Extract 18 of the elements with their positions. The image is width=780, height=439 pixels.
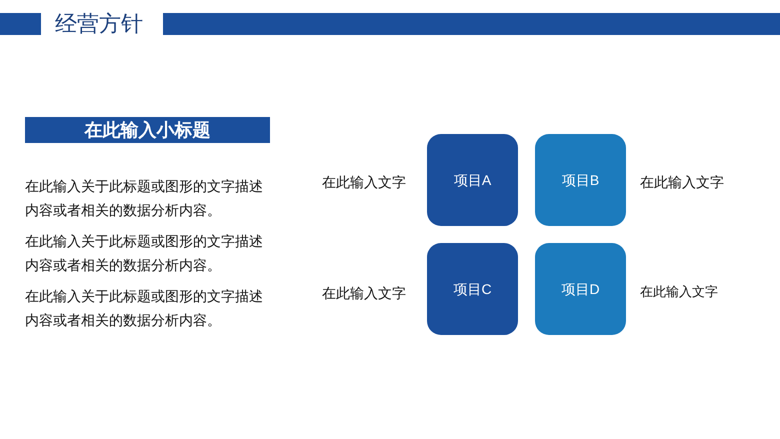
side-text: 在此输入文字 [640, 283, 718, 301]
page-title: 经营方针 [55, 10, 143, 38]
description-paragraph: 在此输入关于此标题或图形的文字描述内容或者相关的数据分析内容。 [25, 177, 264, 220]
subtitle-band [25, 117, 270, 143]
side-text: 在此输入文字 [640, 173, 724, 192]
side-text: 在此输入文字 [322, 284, 406, 303]
subtitle-text: 在此输入小标题 [84, 118, 210, 142]
side-text: 在此输入文字 [322, 173, 406, 192]
description-paragraph: 在此输入关于此标题或图形的文字描述内容或者相关的数据分析内容。 [25, 232, 264, 275]
tile-label: 项目B [562, 170, 600, 190]
description-paragraph: 在此输入关于此标题或图形的文字描述内容或者相关的数据分析内容。 [25, 287, 264, 330]
project-tile [535, 243, 626, 335]
tile-label: 项目C [453, 280, 492, 298]
project-tile [535, 134, 626, 226]
tile-label: 项目D [561, 280, 600, 298]
project-tile [427, 243, 518, 335]
tile-label: 项目A [454, 170, 492, 190]
project-tile [427, 134, 518, 226]
